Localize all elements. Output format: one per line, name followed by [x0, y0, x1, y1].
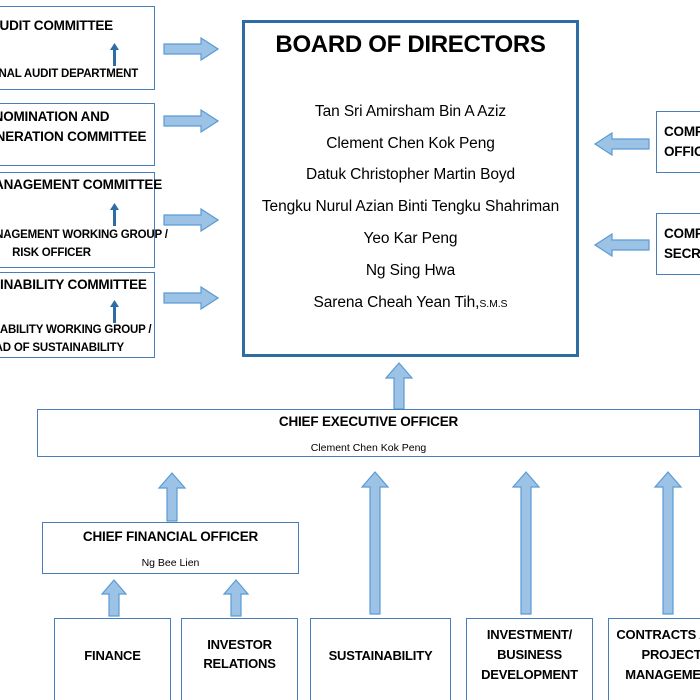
investment-business-development-label-line1: INVESTMENT/ — [486, 627, 573, 642]
board-member-2: Clement Chen Kok Peng — [326, 135, 495, 152]
risk-management-working-group-label-line2: RISK OFFICER — [12, 247, 91, 259]
finance-department-box — [54, 618, 171, 700]
board-member-1: Tan Sri Amirsham Bin A Aziz — [314, 103, 507, 120]
risk-management-committee-title: RISK MANAGEMENT COMMITTEE — [0, 177, 162, 192]
chief-financial-officer-box — [42, 522, 299, 574]
chief-executive-officer-box — [37, 409, 700, 457]
company-secretary-box — [656, 213, 700, 275]
compliance-to-board-arrow-icon — [592, 131, 650, 157]
investor-relations-department-box — [181, 618, 298, 700]
company-secretary-label-line2: SECRETARY — [664, 246, 700, 261]
finance-to-cfo-arrow-icon — [100, 579, 128, 617]
nomination-to-board-arrow-icon — [163, 108, 219, 134]
internal-audit-department-label: INTERNAL AUDIT DEPARTMENT — [0, 68, 139, 80]
risk-management-working-group-label-line1: RISK MANAGEMENT WORKING GROUP / — [0, 229, 168, 241]
audit-to-board-arrow-icon — [163, 36, 219, 62]
board-member-7: Sarena Cheah Yean Tih,S.M.S — [242, 294, 579, 312]
risk-to-board-arrow-icon — [163, 207, 219, 233]
investment-business-development-label-line2: BUSINESS — [497, 647, 562, 662]
chief-financial-officer-title: CHIEF FINANCIAL OFFICER — [82, 529, 259, 544]
ceo-to-board-arrow-icon — [384, 362, 414, 410]
contracts-project-management-label-line3: MANAGEMENT — [625, 667, 700, 682]
board-member-3: Datuk Christopher Martin Boyd — [305, 166, 516, 183]
investor-relations-department-label-line2: RELATIONS — [203, 656, 276, 671]
compliance-officer-box — [656, 111, 700, 173]
board-member-6: Ng Sing Hwa — [365, 262, 456, 279]
chief-executive-officer-name: Clement Chen Kok Peng — [310, 442, 427, 454]
board-member-7-name: Sarena Cheah Yean Tih, — [313, 294, 480, 311]
contracts-project-management-label-line2: PROJECT — [641, 647, 700, 662]
sustainability-dept-to-ceo-arrow-icon — [360, 471, 390, 615]
board-member-4: Tengku Nurul Azian Binti Tengku Shahrima… — [261, 198, 560, 215]
audit-internal-link-arrow-icon — [108, 42, 121, 71]
chief-executive-officer-title: CHIEF EXECUTIVE OFFICER — [278, 414, 459, 429]
secretary-to-board-arrow-icon — [592, 232, 650, 258]
compliance-officer-label-line2: OFFICER — [664, 144, 700, 159]
investor-relations-to-cfo-arrow-icon — [222, 579, 250, 617]
audit-committee-box — [0, 6, 155, 90]
contracts-dept-to-ceo-arrow-icon — [653, 471, 683, 615]
contracts-project-management-box — [608, 618, 700, 700]
investment-business-development-box — [466, 618, 593, 700]
sustainability-working-group-label-line1: SUSTAINABILITY WORKING GROUP / — [0, 324, 152, 336]
contracts-project-management-label-line1: CONTRACTS AND — [616, 627, 700, 642]
board-member-7-honorific: S.M.S — [479, 298, 508, 310]
sustainability-working-group-label-line2: HEAD OF SUSTAINABILITY — [0, 342, 124, 354]
investor-relations-department-label-line1: INVESTOR — [207, 637, 272, 652]
nomination-remuneration-committee-box — [0, 103, 155, 166]
chief-financial-officer-name: Ng Bee Lien — [141, 557, 200, 569]
risk-management-committee-box — [0, 172, 155, 268]
board-of-directors-title: BOARD OF DIRECTORS — [275, 31, 546, 58]
sustainability-department-box — [310, 618, 451, 700]
compliance-officer-label-line1: COMPLIANCE — [664, 124, 700, 139]
sustainability-committee-box — [0, 272, 155, 358]
nomination-remuneration-committee-title-line2: REMUNERATION COMMITTEE — [0, 129, 147, 144]
sustainability-committee-title: SUSTAINABILITY COMMITTEE — [0, 277, 147, 292]
cfo-to-ceo-arrow-icon — [157, 472, 187, 522]
sustainability-to-board-arrow-icon — [163, 285, 219, 311]
audit-committee-title: AUDIT COMMITTEE — [0, 18, 113, 33]
risk-management-link-arrow-icon — [108, 202, 121, 231]
board-member-5: Yeo Kar Peng — [363, 230, 458, 247]
investment-dept-to-ceo-arrow-icon — [511, 471, 541, 615]
company-secretary-label-line1: COMPANY — [664, 226, 700, 241]
investment-business-development-label-line3: DEVELOPMENT — [481, 667, 578, 682]
finance-department-label: FINANCE — [84, 648, 141, 663]
sustainability-link-arrow-icon — [108, 299, 121, 328]
board-of-directors-box — [242, 20, 579, 357]
nomination-remuneration-committee-title-line1: NOMINATION AND — [0, 109, 110, 124]
sustainability-department-label: SUSTAINABILITY — [328, 648, 433, 663]
